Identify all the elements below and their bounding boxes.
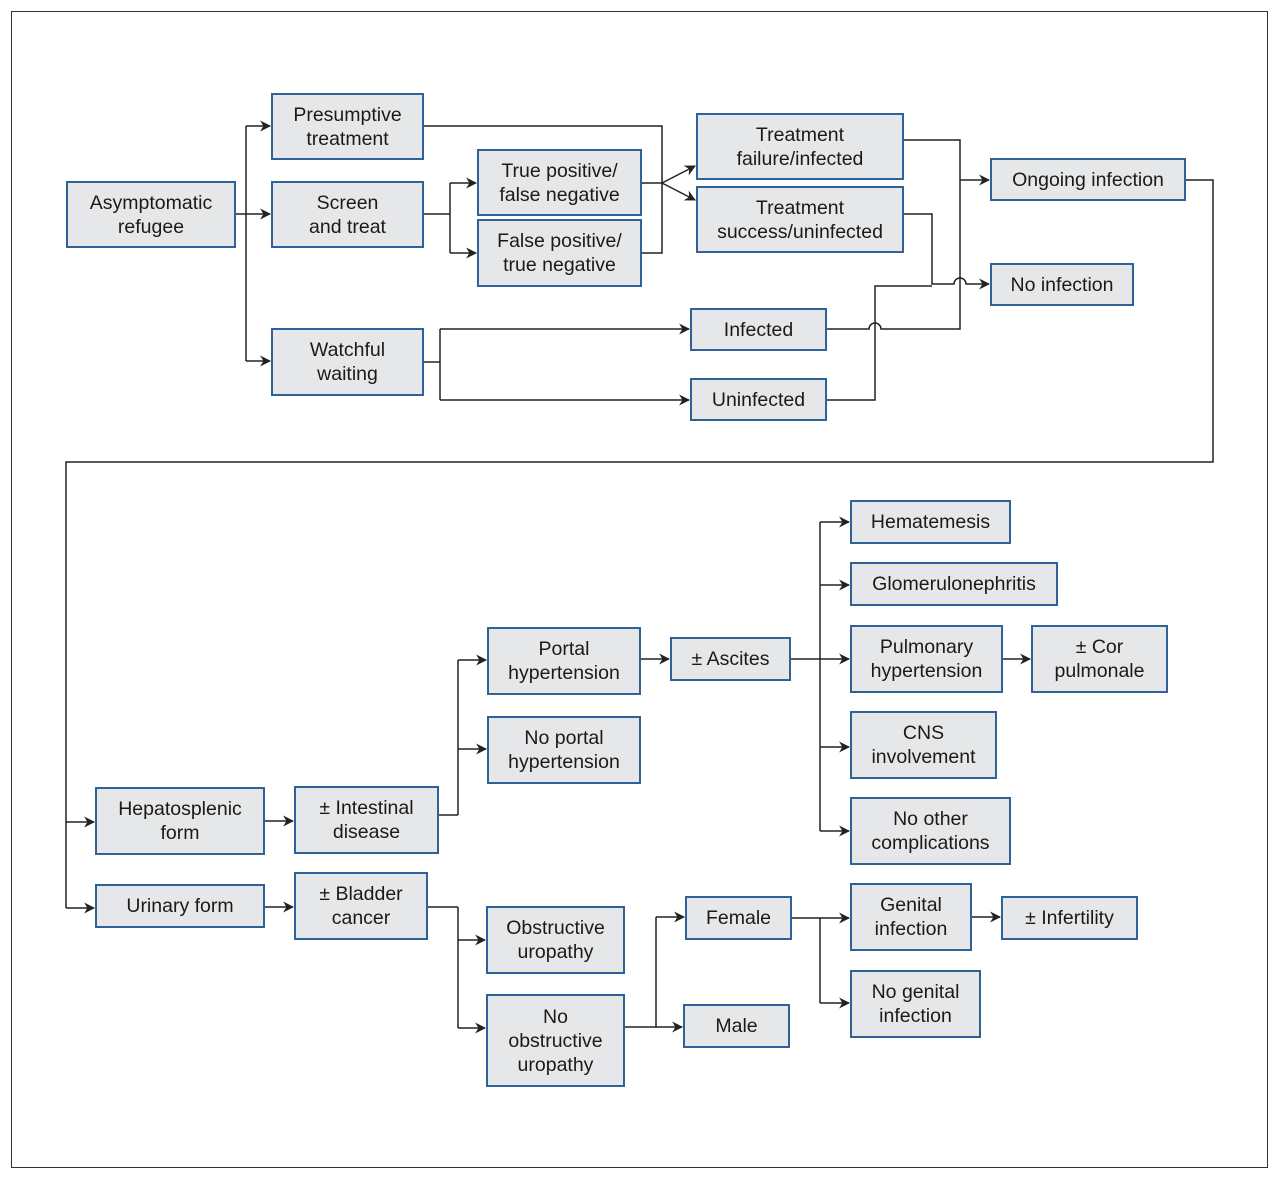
node-label: Presumptive treatment	[293, 103, 402, 150]
node-infertility: ± Infertility	[1001, 896, 1138, 940]
node-pulmonary-hypertension: Pulmonary hypertension	[850, 625, 1003, 693]
node-presumptive-treatment: Presumptive treatment	[271, 93, 424, 160]
node-screen-and-treat: Screen and treat	[271, 181, 424, 248]
node-no-genital-infection: No genital infection	[850, 970, 981, 1038]
node-no-portal-hypertension: No portal hypertension	[487, 716, 641, 784]
node-label: ± Intestinal disease	[319, 797, 414, 843]
node-portal-hypertension: Portal hypertension	[487, 627, 641, 695]
node-label: No other complications	[871, 808, 990, 854]
node-genital-infection: Genital infection	[850, 883, 972, 951]
node-label: No infection	[1010, 273, 1114, 296]
node-label: Asymptomatic refugee	[89, 191, 213, 238]
node-label: Infected	[723, 318, 794, 341]
node-label: Female	[705, 907, 772, 929]
node-ascites: ± Ascites	[670, 637, 791, 681]
node-bladder-cancer: ± Bladder cancer	[294, 872, 428, 940]
node-label: Screen and treat	[309, 191, 386, 238]
node-no-obstructive-uropathy: No obstructive uropathy	[486, 994, 625, 1087]
node-label: False positive/ true negative	[497, 230, 622, 276]
node-male: Male	[683, 1004, 790, 1048]
node-cor-pulmonale: ± Cor pulmonale	[1031, 625, 1168, 693]
node-label: Treatment failure/infected	[736, 123, 864, 170]
node-label: Portal hypertension	[508, 638, 620, 684]
node-label: Treatment success/uninfected	[717, 196, 883, 243]
node-label: Hematemesis	[870, 511, 991, 533]
node-label: Obstructive uropathy	[506, 917, 605, 963]
node-label: CNS involvement	[871, 722, 976, 768]
node-hematemesis: Hematemesis	[850, 500, 1011, 544]
node-treatment-failure: Treatment failure/infected	[696, 113, 904, 180]
node-label: ± Cor pulmonale	[1054, 636, 1145, 682]
node-label: No portal hypertension	[508, 727, 620, 773]
node-no-infection: No infection	[990, 263, 1134, 306]
node-intestinal-disease: ± Intestinal disease	[294, 786, 439, 854]
node-label: Pulmonary hypertension	[870, 636, 983, 682]
node-label: Uninfected	[711, 388, 806, 411]
diagram-frame	[11, 11, 1268, 1168]
node-label: Genital infection	[874, 894, 948, 940]
node-label: ± Infertility	[1025, 907, 1114, 929]
node-glomerulonephritis: Glomerulonephritis	[850, 562, 1058, 606]
node-label: Urinary form	[126, 895, 234, 917]
node-true-positive: True positive/ false negative	[477, 149, 642, 216]
node-false-positive: False positive/ true negative	[477, 219, 642, 287]
node-no-other-complications: No other complications	[850, 797, 1011, 865]
node-label: Male	[715, 1015, 758, 1037]
node-cns-involvement: CNS involvement	[850, 711, 997, 779]
node-label: No genital infection	[871, 981, 960, 1027]
node-hepatosplenic-form: Hepatosplenic form	[95, 787, 265, 855]
node-watchful-waiting: Watchful waiting	[271, 328, 424, 396]
node-treatment-success: Treatment success/uninfected	[696, 186, 904, 253]
node-label: True positive/ false negative	[499, 159, 620, 206]
node-infected: Infected	[690, 308, 827, 351]
node-label: Hepatosplenic form	[118, 798, 242, 844]
node-asymptomatic-refugee: Asymptomatic refugee	[66, 181, 236, 248]
node-label: Glomerulonephritis	[872, 573, 1036, 595]
node-label: Watchful waiting	[309, 339, 386, 385]
node-uninfected: Uninfected	[690, 378, 827, 421]
node-female: Female	[685, 896, 792, 940]
node-label: No obstructive uropathy	[508, 1005, 603, 1076]
node-urinary-form: Urinary form	[95, 884, 265, 928]
node-ongoing-infection: Ongoing infection	[990, 158, 1186, 201]
node-label: ± Bladder cancer	[319, 883, 403, 929]
node-obstructive-uropathy: Obstructive uropathy	[486, 906, 625, 974]
node-label: Ongoing infection	[1012, 168, 1164, 191]
node-label: ± Ascites	[691, 648, 770, 670]
